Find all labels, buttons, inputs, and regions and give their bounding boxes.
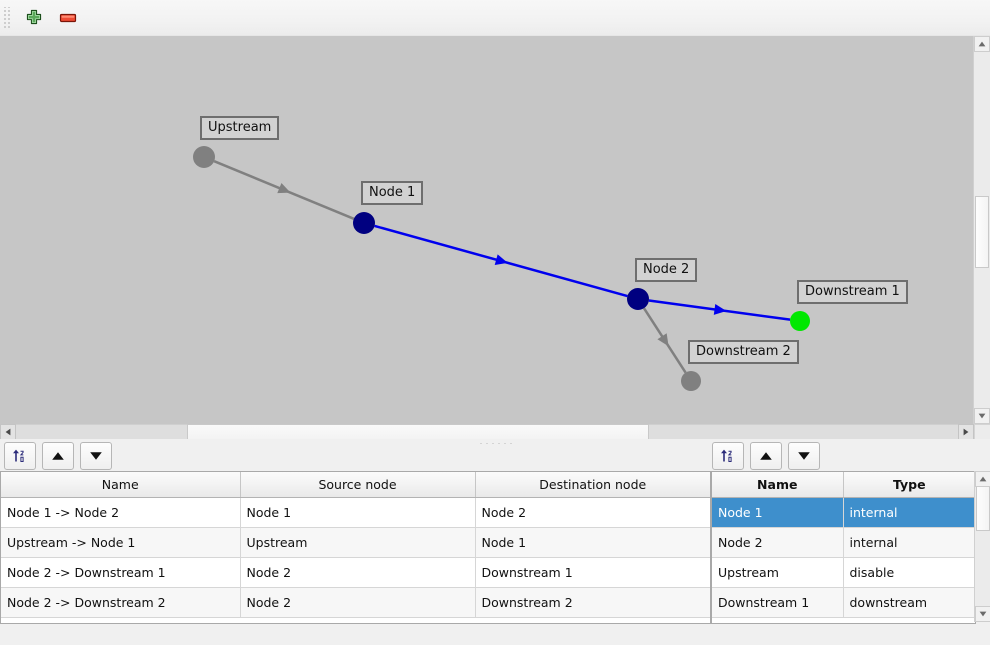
panel-splitter[interactable] [0,439,990,448]
edges-table-cell[interactable]: Node 1 -> Node 2 [1,497,241,528]
nodes-table-cell[interactable]: Downstream 1 [712,587,844,618]
nodes-table-cell[interactable]: Node 2 [712,527,844,558]
graph-node-downstream1[interactable] [790,311,810,331]
nodes-table-cell[interactable]: Node 1 [712,497,844,528]
edges-table-cell[interactable]: Downstream 1 [475,557,710,588]
nodes-table-cell[interactable]: Upstream [712,557,844,588]
graph-node-label-downstream1[interactable]: Downstream 1 [797,280,908,304]
edges-table-cell[interactable]: Node 2 [240,587,476,618]
nodes-sort-order-button[interactable] [712,442,744,470]
toolbar-drag-handle[interactable] [3,6,12,29]
graph-node-label-node2[interactable]: Node 2 [635,258,698,282]
splitter-grip[interactable] [478,442,512,445]
nodes-table-cell[interactable]: internal [843,497,975,528]
scroll-left-icon[interactable] [0,424,16,440]
graph-edge-arrow-node1-node2 [494,254,508,265]
edges-move-up-button[interactable] [42,442,74,470]
edges-move-down-button[interactable] [80,442,112,470]
vscroll-thumb[interactable] [975,196,989,268]
nodes-scroll-up-icon[interactable] [975,471,990,487]
nodes-table-cell[interactable]: downstream [843,587,975,618]
edges-table-cell[interactable]: Upstream -> Node 1 [1,527,241,558]
edges-table-cell[interactable]: Node 2 -> Downstream 2 [1,587,241,618]
edges-table-column-header-0[interactable]: Name [1,472,241,498]
nodes-move-up-button[interactable] [750,442,782,470]
edges-table-cell[interactable]: Node 2 -> Downstream 1 [1,557,241,588]
edges-sort-order-button[interactable] [4,442,36,470]
edges-table-column-header-1[interactable]: Source node [240,472,476,498]
nodes-toolbar [712,442,820,470]
graph-node-label-node1[interactable]: Node 1 [361,181,424,205]
graph-edge-arrow-node2-downstream2 [657,333,669,347]
nodes-table-cell[interactable]: disable [843,557,975,588]
edges-table-column-header-2[interactable]: Destination node [475,472,710,498]
nodes-table-column-header-1[interactable]: Type [843,472,975,498]
nodes-scroll-down-icon[interactable] [975,606,990,622]
nodes-table-column-header-0[interactable]: Name [712,472,844,498]
graph-node-label-downstream2[interactable]: Downstream 2 [688,340,799,364]
scrollbar-corner [974,424,990,440]
remove-icon[interactable] [51,2,85,34]
edges-table-cell[interactable]: Downstream 2 [475,587,710,618]
edges-table-cell[interactable]: Node 1 [240,497,476,528]
toolbar [0,0,990,36]
canvas-horizontal-scrollbar[interactable] [0,424,974,441]
graph-edges-layer [213,160,791,374]
nodes-move-down-button[interactable] [788,442,820,470]
graph-edge-arrow-upstream-node1 [277,183,291,194]
nodes-table-scrollbar[interactable] [974,471,990,622]
graph-node-downstream2[interactable] [681,371,701,391]
scroll-up-icon[interactable] [974,36,990,52]
graph-node-node1[interactable] [353,212,375,234]
scroll-right-icon[interactable] [958,424,974,440]
edges-toolbar [4,442,112,470]
nodes-table-cell[interactable]: internal [843,527,975,558]
graph-node-node2[interactable] [627,288,649,310]
add-icon[interactable] [17,2,51,34]
edges-table-cell[interactable]: Node 2 [240,557,476,588]
edges-table-cell[interactable]: Node 1 [475,527,710,558]
scroll-down-icon[interactable] [974,408,990,424]
graph-edge-arrow-node2-downstream1 [713,303,727,315]
edges-table-cell[interactable]: Upstream [240,527,476,558]
graph-node-label-upstream[interactable]: Upstream [200,116,280,140]
graph-node-upstream[interactable] [193,146,215,168]
edges-table-cell[interactable]: Node 2 [475,497,710,528]
hscroll-thumb[interactable] [187,424,649,440]
canvas-vertical-scrollbar[interactable] [973,36,990,424]
